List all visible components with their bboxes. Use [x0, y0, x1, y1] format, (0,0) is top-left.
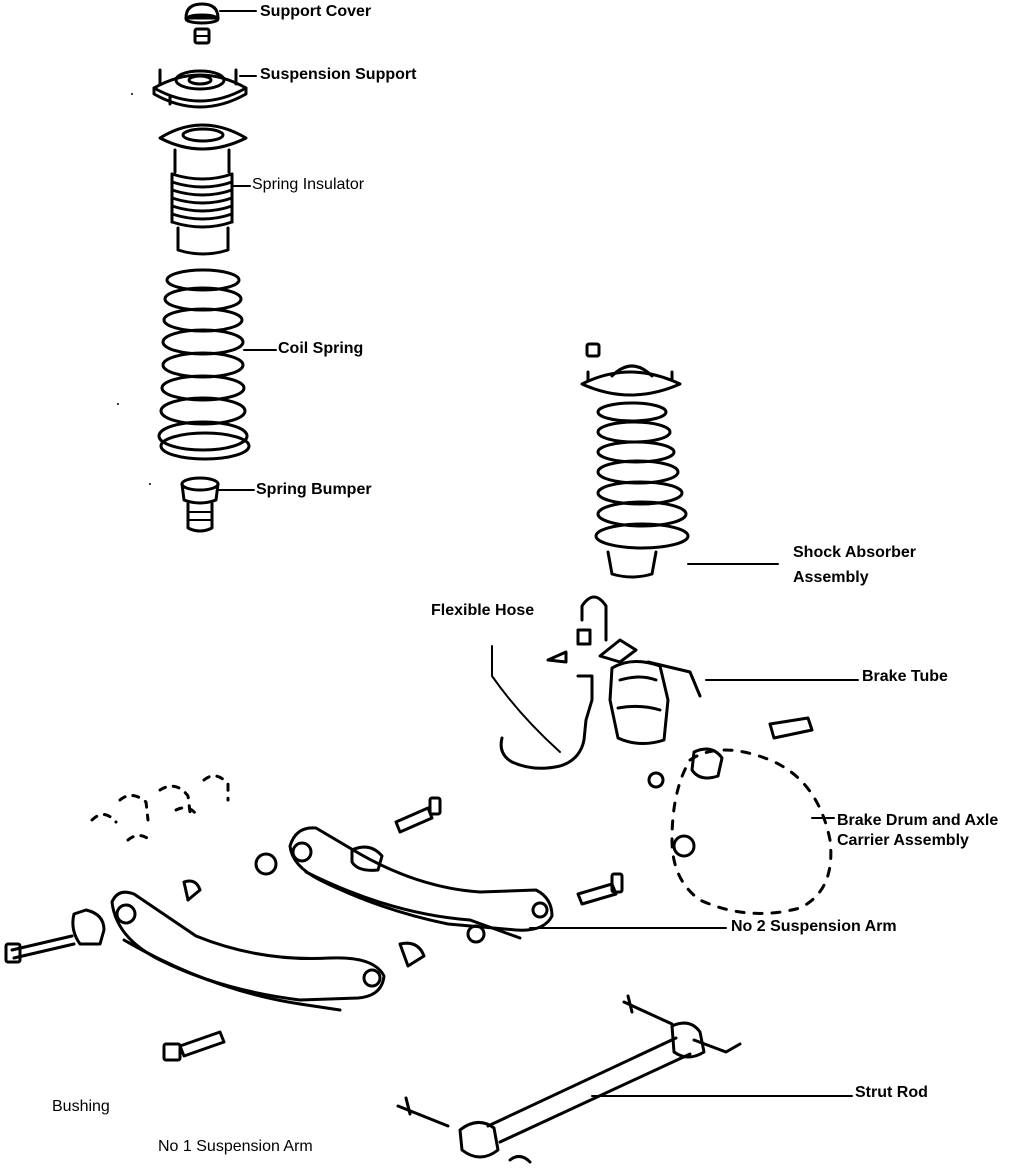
label-shock-absorber-line1: Shock Absorber	[793, 544, 916, 561]
arm-bolts-part	[254, 796, 624, 906]
label-no1-suspension-arm: No 1 Suspension Arm	[158, 1138, 313, 1155]
label-shock-absorber-line2: Assembly	[793, 569, 869, 586]
label-spring-bumper: Spring Bumper	[256, 481, 372, 498]
spring-insulator-part	[158, 123, 248, 256]
strut-rod-part	[396, 994, 742, 1164]
brake-bracket-part	[608, 660, 702, 745]
spring-bumper-part	[180, 476, 220, 533]
label-strut-rod: Strut Rod	[855, 1084, 928, 1101]
no1-suspension-arm-part	[110, 879, 426, 1012]
no2-suspension-arm-part	[288, 826, 554, 944]
label-brake-drum-line1: Brake Drum and Axle	[837, 812, 999, 829]
label-brake-tube: Brake Tube	[862, 668, 948, 685]
flexible-hose-leader	[491, 645, 561, 753]
label-suspension-support: Suspension Support	[260, 66, 417, 83]
suspension-support-part	[152, 68, 248, 109]
support-nut-part	[193, 27, 211, 45]
bolt-cluster-part	[90, 774, 230, 844]
brake-drum-part	[670, 748, 833, 915]
flexible-hose-part	[499, 595, 638, 770]
label-no2-suspension-arm: No 2 Suspension Arm	[731, 918, 897, 935]
coil-spring-part	[157, 268, 251, 461]
lower-bolt-part	[162, 1030, 226, 1062]
support-cover-part	[184, 2, 220, 25]
axle-bushing-part	[647, 716, 814, 858]
shock-absorber-part	[580, 342, 690, 579]
label-coil-spring: Coil Spring	[278, 340, 364, 357]
label-flexible-hose: Flexible Hose	[431, 602, 535, 619]
bushing-part	[4, 908, 106, 964]
label-spring-insulator: Spring Insulator	[252, 176, 365, 193]
label-brake-drum-line2: Carrier Assembly	[837, 832, 969, 849]
label-support-cover: Support Cover	[260, 3, 372, 20]
label-bushing: Bushing	[52, 1098, 110, 1115]
